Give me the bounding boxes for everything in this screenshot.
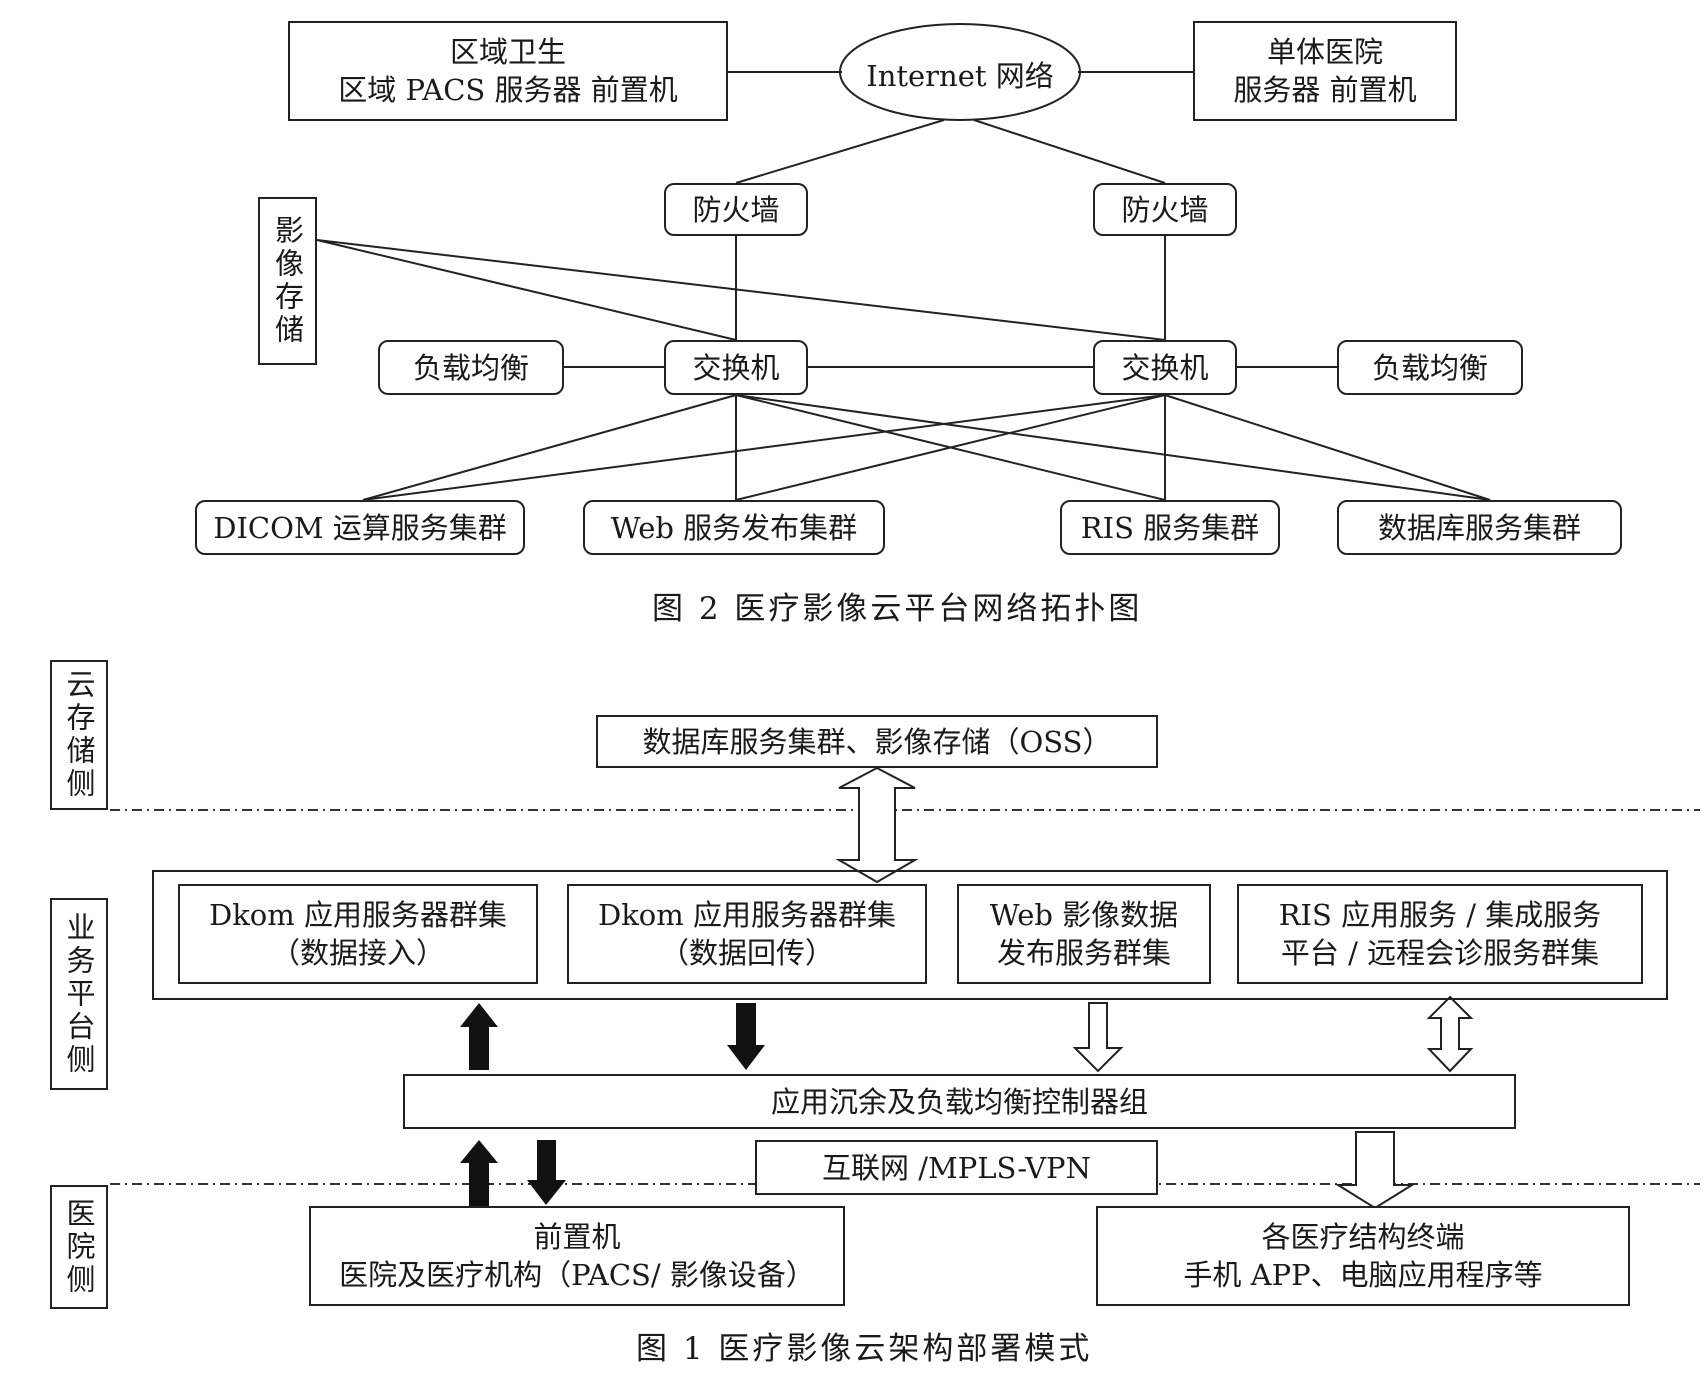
internet-label: Internet 网络	[866, 59, 1054, 93]
terminals-line2: 手机 APP、电脑应用程序等	[1183, 1258, 1543, 1292]
side-cloud-label: 云存储侧	[62, 669, 96, 801]
front-down-arrow	[527, 1140, 566, 1205]
side-hospital-box: 医院侧	[50, 1185, 108, 1309]
front-machine-box: 前置机 医院及医疗机构（PACS/ 影像设备）	[309, 1206, 845, 1306]
cluster-db-box: 数据库服务集群	[1337, 500, 1622, 555]
front-up-arrow	[460, 1140, 498, 1206]
cluster-dicom-box: DICOM 运算服务集群	[195, 500, 525, 555]
load-balance-right-box: 负载均衡	[1337, 340, 1523, 395]
service-ris-line1: RIS 应用服务 / 集成服务	[1278, 898, 1602, 932]
terminals-down-arrow	[1334, 1131, 1416, 1210]
business-platform-frame	[152, 870, 1668, 1000]
ris-double-arrow	[1426, 995, 1474, 1073]
data-in-up-arrow	[460, 1003, 498, 1070]
side-hospital-label: 医院侧	[62, 1197, 96, 1297]
side-business-box: 业务平台侧	[50, 898, 108, 1090]
controller-box: 应用沉余及负载均衡控制器组	[403, 1074, 1516, 1129]
side-cloud-box: 云存储侧	[50, 660, 108, 810]
service-web-line1: Web 影像数据	[989, 898, 1179, 932]
front-machine-line2: 医院及医疗机构（PACS/ 影像设备）	[339, 1258, 815, 1292]
service-web-box: Web 影像数据 发布服务群集	[957, 884, 1211, 984]
service-dkom-out-line1: Dkom 应用服务器群集	[597, 898, 896, 932]
service-dkom-in-box: Dkom 应用服务器群集 （数据接入）	[178, 884, 538, 984]
image-storage-label: 影像存储	[270, 215, 305, 347]
cluster-ris-box: RIS 服务集群	[1060, 500, 1280, 555]
storage-business-double-arrow	[835, 766, 919, 884]
service-ris-line2: 平台 / 远程会诊服务群集	[1280, 936, 1600, 970]
connector-storage-switch-left	[316, 239, 737, 341]
service-ris-box: RIS 应用服务 / 集成服务 平台 / 远程会诊服务群集	[1237, 884, 1643, 984]
cluster-web-box: Web 服务发布集群	[583, 500, 885, 555]
regional-health-box: 区域卫生 区域 PACS 服务器 前置机	[288, 21, 728, 121]
regional-health-line2: 区域 PACS 服务器 前置机	[338, 73, 678, 107]
connector-internet-firewall-right	[973, 119, 1166, 184]
connector-swl-db	[735, 394, 1491, 501]
network-box: 互联网 /MPLS-VPN	[755, 1140, 1158, 1195]
single-hospital-box: 单体医院 服务器 前置机	[1193, 21, 1457, 121]
firewall-right-box: 防火墙	[1093, 183, 1237, 236]
switch-right-box: 交换机	[1093, 340, 1237, 395]
terminals-line1: 各医疗结构终端	[1261, 1220, 1465, 1254]
load-balance-left-box: 负载均衡	[378, 340, 564, 395]
service-dkom-out-line2: （数据回传）	[659, 936, 834, 970]
firewall-left-box: 防火墙	[664, 183, 808, 236]
internet-ellipse	[839, 23, 1081, 121]
connector-storage-switch-right	[316, 239, 1166, 341]
service-web-line2: 发布服务群集	[996, 936, 1171, 970]
terminals-box: 各医疗结构终端 手机 APP、电脑应用程序等	[1096, 1206, 1630, 1306]
storage-oss-box: 数据库服务集群、影像存储（OSS）	[596, 715, 1158, 768]
connector-swl-dicom	[362, 394, 737, 501]
connector-swr-web	[735, 394, 1166, 501]
side-business-label: 业务平台侧	[62, 911, 96, 1077]
connector-internet-firewall-left	[735, 119, 945, 184]
connector-swr-db	[1164, 394, 1491, 501]
service-dkom-out-box: Dkom 应用服务器群集 （数据回传）	[567, 884, 927, 984]
regional-health-line1: 区域卫生	[449, 35, 566, 69]
service-dkom-in-line2: （数据接入）	[270, 936, 445, 970]
data-out-down-arrow	[727, 1003, 765, 1070]
image-storage-box: 影像存储	[258, 197, 317, 365]
web-down-arrow	[1072, 1002, 1124, 1073]
figure1-caption: 图 1 医疗影像云架构部署模式	[636, 1331, 1093, 1367]
figure2-caption: 图 2 医疗影像云平台网络拓扑图	[652, 591, 1143, 627]
front-machine-line1: 前置机	[533, 1220, 621, 1254]
service-dkom-in-line1: Dkom 应用服务器群集	[208, 898, 507, 932]
single-hospital-line2: 服务器 前置机	[1233, 73, 1417, 107]
single-hospital-line1: 单体医院	[1266, 35, 1383, 69]
switch-left-box: 交换机	[664, 340, 808, 395]
connector-swr-dicom	[362, 394, 1166, 501]
